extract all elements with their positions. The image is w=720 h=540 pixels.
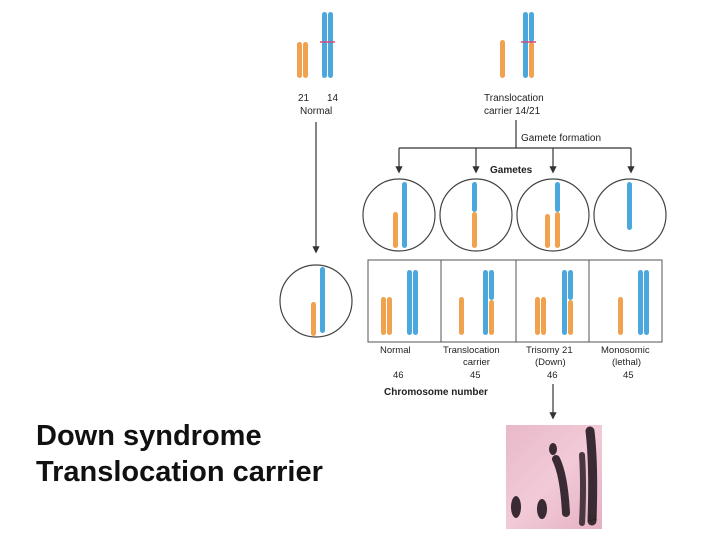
gametes-label: Gametes — [490, 165, 533, 176]
slide-title: Down syndrome Translocation carrier — [36, 418, 323, 490]
chromosome-number-label: Chromosome number — [384, 387, 488, 398]
right-parent-label-line1: Translocation — [484, 93, 544, 104]
karyotype-photo: 14 — [506, 425, 602, 529]
left-parent-chromosomes — [297, 12, 335, 78]
offspring-2-label-line2: carrier — [463, 357, 490, 368]
offspring-3-label-line2: (Down) — [535, 357, 566, 368]
left-offspring-circle — [279, 264, 353, 338]
offspring-3-count: 46 — [547, 370, 558, 381]
left-chr-label-14: 14 — [327, 93, 339, 104]
gamete-circles — [362, 178, 667, 252]
offspring-2-label-line1: Translocation — [443, 345, 500, 356]
left-parent-status: Normal — [300, 106, 332, 117]
offspring-3-label-line1: Trisomy 21 — [526, 345, 573, 356]
offspring-grid — [367, 259, 663, 343]
slide-title-line1: Down syndrome — [36, 420, 262, 452]
offspring-4-label-line1: Monosomic — [601, 345, 650, 356]
left-offspring-chromosomes — [311, 267, 325, 336]
offspring-chromosomes — [381, 270, 649, 335]
gamete-chromosomes — [393, 182, 632, 248]
karyotype-chromosomes-image — [511, 426, 598, 526]
right-parent-chromosomes — [500, 12, 536, 78]
offspring-4-count: 45 — [623, 370, 634, 381]
offspring-1-label: Normal — [380, 345, 411, 356]
gamete-formation-label: Gamete formation — [521, 133, 601, 144]
right-parent-label-line2: carrier 14/21 — [484, 106, 541, 117]
left-chr-label-21: 21 — [298, 93, 310, 104]
offspring-1-count: 46 — [393, 370, 404, 381]
offspring-4-label-line2: (lethal) — [612, 357, 641, 368]
offspring-2-count: 45 — [470, 370, 481, 381]
slide-title-line2: Translocation carrier — [36, 456, 323, 488]
photo-label: 14 — [588, 514, 597, 523]
